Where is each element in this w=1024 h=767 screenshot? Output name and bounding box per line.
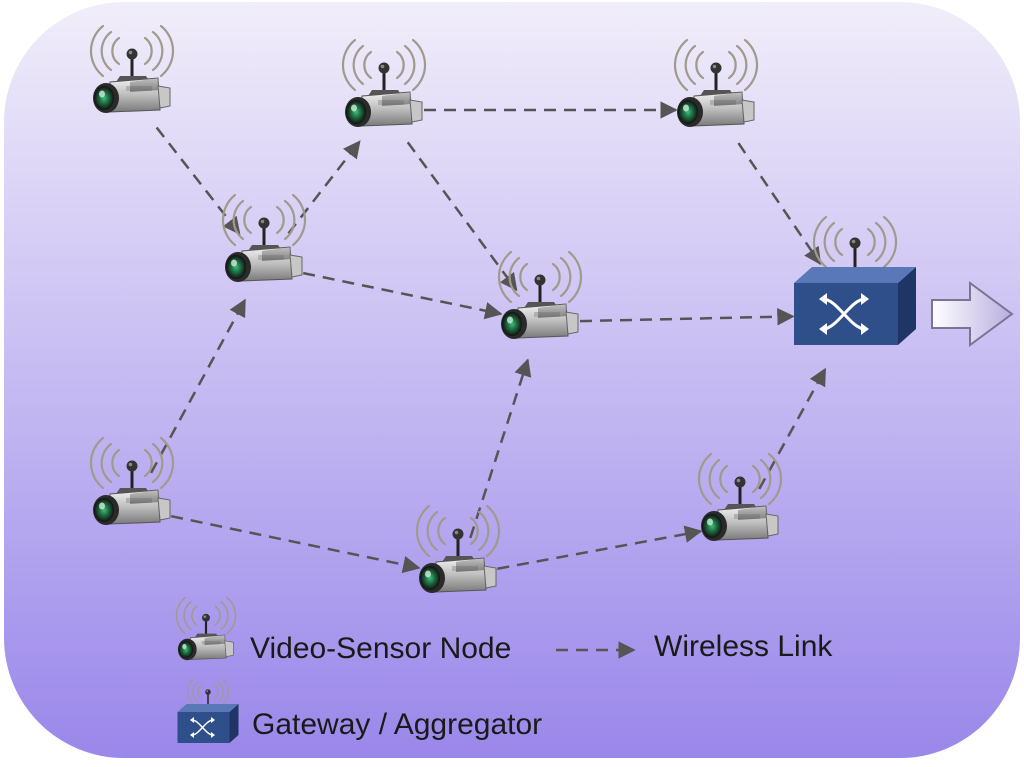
diagram-background	[4, 2, 1020, 758]
wireless-link-cam-1-to-cam-4	[155, 126, 241, 235]
links-layer	[149, 101, 827, 574]
legend-sensor-label: Video-Sensor Node	[250, 632, 512, 665]
wireless-link-cam-7-to-cam-8	[497, 525, 703, 570]
legend-gateway-label: Gateway / Aggregator	[252, 708, 543, 741]
wireless-link-cam-6-to-cam-4	[149, 298, 247, 474]
wireless-link-cam-4-to-cam-5	[302, 271, 503, 320]
legend-link-label: Wireless Link	[654, 630, 833, 663]
outgoing-arrow-icon	[931, 281, 1014, 347]
wireless-link-cam-8-to-gateway	[758, 367, 827, 490]
wireless-link-cam-2-to-cam-5	[406, 141, 518, 292]
wireless-link-cam-5-to-gateway	[579, 307, 795, 326]
wireless-link-cam-3-to-gateway	[737, 142, 822, 266]
wireless-link-cam-6-to-cam-7	[170, 514, 421, 574]
wireless-link-cam-7-to-cam-5	[469, 358, 532, 539]
